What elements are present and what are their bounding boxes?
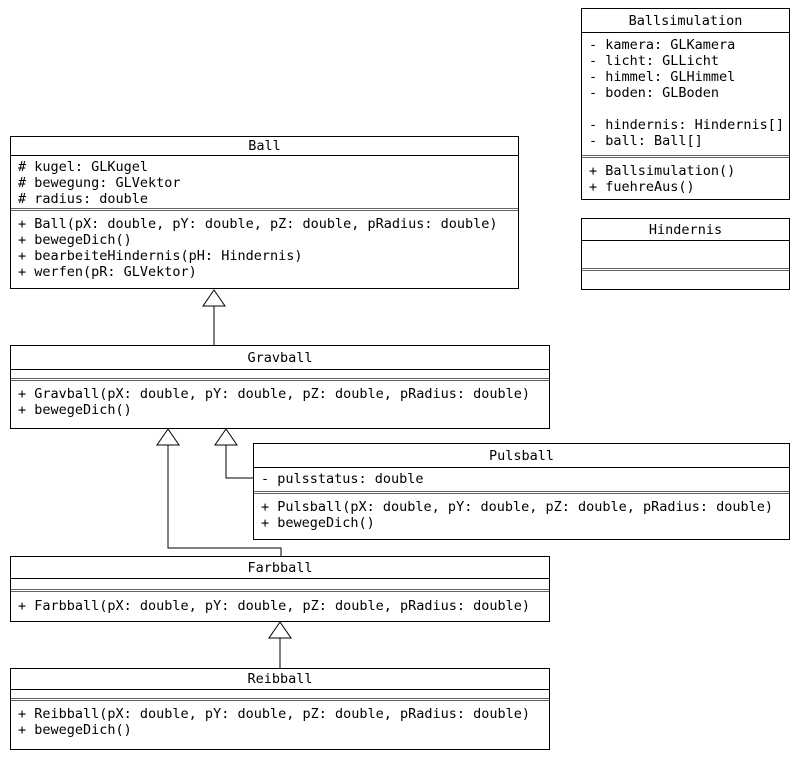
member-line: + bearbeiteHindernis(pH: Hindernis): [18, 248, 303, 264]
class-attributes-pulsball: - pulsstatus: double: [254, 468, 789, 491]
class-methods-ballsimulation: + Ballsimulation()+ fuehreAus(): [582, 158, 789, 199]
class-methods-gravball: + Gravball(pX: double, pY: double, pZ: d…: [11, 381, 549, 428]
member-line: + bewegeDich(): [18, 722, 132, 738]
class-box-gravball: Gravball + Gravball(pX: double, pY: doub…: [10, 345, 550, 429]
compartment-divider: [582, 155, 789, 158]
member-line: + bewegeDich(): [18, 402, 132, 418]
class-attributes-ballsimulation: - kamera: GLKamera- licht: GLLicht- himm…: [582, 33, 789, 155]
member-line: - pulsstatus: double: [261, 471, 424, 487]
class-title-farbball: Farbball: [11, 557, 549, 579]
inheritance-arrowhead-icon: [268, 621, 292, 639]
compartment-divider: [582, 268, 789, 271]
member-line: + bewegeDich(): [18, 232, 132, 248]
member-line: - boden: GLBoden: [589, 85, 720, 101]
class-attributes-hindernis: [582, 241, 789, 268]
member-line: # radius: double: [18, 191, 149, 207]
class-attributes-ball: # kugel: GLKugel# bewegung: GLVektor# ra…: [11, 156, 518, 208]
connector-line: [225, 445, 253, 479]
inheritance-reibball-to-farbball: [268, 621, 292, 668]
class-title-hindernis: Hindernis: [582, 219, 789, 241]
member-line: # bewegung: GLVektor: [18, 175, 181, 191]
class-methods-reibball: + Reibball(pX: double, pY: double, pZ: d…: [11, 701, 549, 749]
class-attributes-gravball: [11, 370, 549, 378]
class-methods-hindernis: [582, 271, 789, 289]
member-line: + Ball(pX: double, pY: double, pZ: doubl…: [18, 216, 498, 232]
class-box-pulsball: Pulsball - pulsstatus: double + Pulsball…: [253, 443, 790, 540]
compartment-divider: [11, 378, 549, 381]
class-title-ballsimulation: Ballsimulation: [582, 9, 789, 33]
class-box-hindernis: Hindernis: [581, 218, 790, 290]
class-methods-farbball: + Farbball(pX: double, pY: double, pZ: d…: [11, 592, 549, 621]
member-line: + Reibball(pX: double, pY: double, pZ: d…: [18, 706, 531, 722]
class-methods-pulsball: + Pulsball(pX: double, pY: double, pZ: d…: [254, 494, 789, 539]
member-line: + Gravball(pX: double, pY: double, pZ: d…: [18, 386, 531, 402]
class-title-gravball: Gravball: [11, 346, 549, 370]
inheritance-arrowhead-icon: [214, 428, 238, 446]
member-line: - ball: Ball[]: [589, 133, 703, 149]
compartment-divider: [11, 698, 549, 701]
class-box-farbball: Farbball + Farbball(pX: double, pY: doub…: [10, 556, 550, 622]
compartment-divider: [11, 589, 549, 592]
member-line: - kamera: GLKamera: [589, 37, 736, 53]
compartment-divider: [11, 208, 518, 211]
inheritance-pulsball-to-gravball: [214, 428, 253, 479]
class-title-ball: Ball: [11, 137, 518, 156]
class-methods-ball: + Ball(pX: double, pY: double, pZ: doubl…: [11, 211, 518, 288]
class-box-ball: Ball # kugel: GLKugel# bewegung: GLVekto…: [10, 136, 519, 289]
member-line: - hindernis: Hindernis[]: [589, 117, 785, 133]
inheritance-arrowhead-icon: [156, 428, 180, 446]
class-attributes-farbball: [11, 579, 549, 589]
member-line: - licht: GLLicht: [589, 53, 720, 69]
class-attributes-reibball: [11, 690, 549, 698]
class-title-pulsball: Pulsball: [254, 444, 789, 468]
inheritance-arrowhead-icon: [202, 289, 226, 307]
member-line: + Pulsball(pX: double, pY: double, pZ: d…: [261, 499, 774, 515]
member-line: + bewegeDich(): [261, 515, 375, 531]
member-line: [589, 101, 785, 117]
member-line: + Ballsimulation(): [589, 163, 736, 179]
class-box-ballsimulation: Ballsimulation - kamera: GLKamera- licht…: [581, 8, 790, 200]
member-line: + fuehreAus(): [589, 179, 695, 195]
class-title-reibball: Reibball: [11, 669, 549, 690]
compartment-divider: [254, 491, 789, 494]
member-line: - himmel: GLHimmel: [589, 69, 736, 85]
inheritance-gravball-to-ball: [202, 289, 226, 345]
member-line: + werfen(pR: GLVektor): [18, 264, 197, 280]
member-line: # kugel: GLKugel: [18, 159, 149, 175]
member-line: + Farbball(pX: double, pY: double, pZ: d…: [18, 598, 531, 614]
class-box-reibball: Reibball + Reibball(pX: double, pY: doub…: [10, 668, 550, 750]
